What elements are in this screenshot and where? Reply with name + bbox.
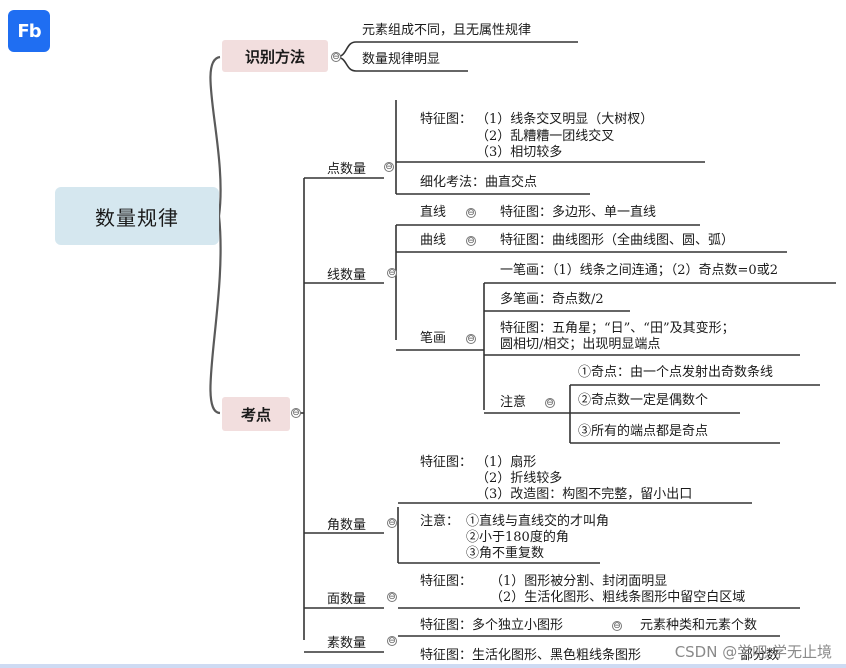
collapse-toggle-point[interactable]: ⊖: [384, 161, 394, 172]
line-curve-text: 特征图：曲线图形（全曲线图、圆、弧）: [500, 233, 735, 248]
topic-point-count[interactable]: 点数量: [327, 162, 367, 177]
angle-feature-title: 特征图：: [420, 455, 473, 470]
face-feature-2: （2）生活化图形、粗线条图形中留空白区域: [490, 590, 746, 605]
point-detail: 细化考法：曲直交点: [420, 175, 538, 190]
topic-line-count[interactable]: 线数量: [327, 268, 367, 283]
collapse-toggle-face[interactable]: ⊖: [387, 591, 397, 602]
angle-note-2: ②小于180度的角: [466, 530, 569, 545]
stroke-multi: 多笔画：奇点数/2: [500, 292, 604, 307]
collapse-toggle-element[interactable]: ⊖: [387, 635, 397, 646]
line-straight-text: 特征图：多边形、单一直线: [500, 205, 657, 220]
root-topic-label: 数量规律: [95, 205, 179, 230]
collapse-toggle-angle[interactable]: ⊖: [387, 517, 397, 528]
element-row-1-right: 元素种类和元素个数: [640, 618, 758, 633]
point-feature-3: （3）相切较多: [476, 145, 563, 160]
branch-test-points-label: 考点: [240, 405, 271, 424]
identify-item-2: 数量规律明显: [362, 52, 441, 67]
collapse-toggle-stroke[interactable]: ⊖: [466, 333, 476, 344]
identify-item-1: 元素组成不同，且无属性规律: [362, 23, 532, 38]
angle-feature-1: （1）扇形: [476, 455, 537, 470]
collapse-toggle-line[interactable]: ⊖: [387, 267, 397, 278]
angle-note-1: ①直线与直线交的才叫角: [466, 514, 610, 529]
face-feature-1: （1）图形被分割、封闭面明显: [490, 574, 668, 589]
stroke-note-1: ①奇点：由一个点发射出奇数条线: [578, 365, 774, 380]
branch-identify-method[interactable]: 识别方法: [222, 40, 328, 72]
collapse-toggle-identify[interactable]: ⊖: [331, 51, 341, 62]
angle-feature-3: （3）改造图：构图不完整，留小出口: [476, 487, 693, 502]
stroke-note-3: ③所有的端点都是奇点: [578, 424, 709, 439]
line-stroke-label[interactable]: 笔画: [420, 331, 447, 346]
line-curve-label[interactable]: 曲线: [420, 233, 447, 248]
point-feature-1: （1）线条交叉明显（大树杈）: [476, 112, 654, 127]
line-straight-label[interactable]: 直线: [420, 205, 447, 220]
bottom-bar: [0, 664, 846, 668]
stroke-feature-2: 圆相切/相交；出现明显端点: [500, 337, 661, 352]
collapse-toggle-test-points[interactable]: ⊖: [291, 407, 301, 418]
app-logo: Fb: [8, 10, 50, 52]
topic-face-count[interactable]: 面数量: [327, 592, 367, 607]
angle-feature-2: （2）折线较多: [476, 471, 563, 486]
stroke-note-2: ②奇点数一定是偶数个: [578, 393, 709, 408]
collapse-toggle-straight[interactable]: ⊖: [466, 207, 476, 218]
element-row-2-right: 部分数: [740, 648, 780, 663]
angle-note-3: ③角不重复数: [466, 546, 545, 561]
watermark: CSDN @学吧 学无止境: [674, 643, 832, 661]
topic-angle-count[interactable]: 角数量: [327, 518, 367, 533]
topic-element-count[interactable]: 素数量: [327, 636, 367, 651]
collapse-toggle-stroke-note[interactable]: ⊖: [545, 397, 555, 408]
element-row-2: 特征图：生活化图形、黑色粗线条图形: [420, 648, 642, 663]
stroke-note-label[interactable]: 注意: [500, 395, 527, 410]
branch-test-points[interactable]: 考点: [222, 397, 290, 431]
point-feature-2: （2）乱糟糟一团线交叉: [476, 129, 615, 144]
face-feature-title: 特征图：: [420, 574, 473, 589]
point-feature-title: 特征图：: [420, 112, 473, 127]
angle-note-title: 注意：: [420, 514, 460, 529]
root-topic[interactable]: 数量规律: [55, 187, 219, 245]
collapse-toggle-curve[interactable]: ⊖: [466, 235, 476, 246]
branch-identify-method-label: 识别方法: [244, 47, 305, 66]
stroke-feature-1: 特征图：五角星；“日”、“田”及其变形；: [500, 321, 735, 336]
collapse-toggle-element-row1[interactable]: ⊖: [612, 620, 622, 631]
element-row-1: 特征图：多个独立小图形: [420, 618, 564, 633]
stroke-one: 一笔画：（1）线条之间连通；（2）奇点数=0或2: [500, 263, 778, 278]
